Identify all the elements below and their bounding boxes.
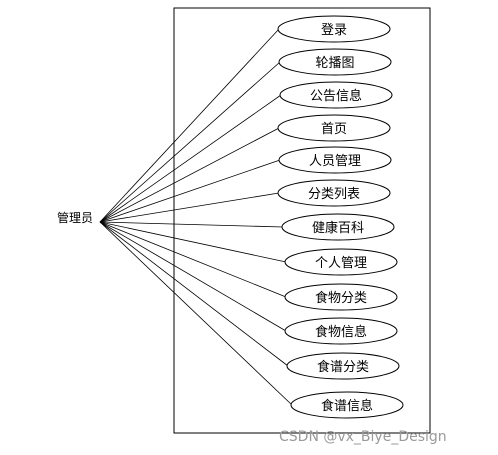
- association-lines: [99, 28, 293, 406]
- association-line: [99, 127, 280, 223]
- association-line: [99, 61, 281, 223]
- association-line: [99, 221, 287, 263]
- system-boundary: [173, 7, 431, 434]
- use-case: 登录: [277, 15, 391, 43]
- use-case: 食物信息: [284, 317, 398, 345]
- use-case: 食物分类: [284, 283, 398, 311]
- use-case-ellipse: [278, 48, 392, 76]
- use-case-label: 首页: [321, 122, 347, 137]
- use-case-label: 分类列表: [308, 187, 360, 202]
- use-case-ellipse: [284, 317, 398, 345]
- association-line: [99, 221, 284, 228]
- association-line: [99, 221, 287, 332]
- use-case-ellipse: [290, 391, 404, 419]
- use-case-label: 登录: [321, 23, 347, 38]
- use-case: 公告信息: [279, 81, 393, 109]
- use-case-ellipse: [284, 283, 398, 311]
- use-case-label: 公告信息: [310, 88, 362, 104]
- use-case-label: 食谱信息: [321, 398, 373, 414]
- use-case: 健康百科: [281, 213, 395, 241]
- use-case-label: 人员管理: [309, 154, 361, 169]
- association-line: [99, 94, 282, 223]
- association-line: [99, 221, 289, 367]
- use-case-ellipse: [277, 179, 391, 207]
- use-case: 首页: [277, 114, 391, 142]
- actor-label: 管理员: [57, 210, 93, 225]
- use-case-ellipse: [279, 81, 393, 109]
- use-case-ellipse: [281, 213, 395, 241]
- use-case-ellipse: [278, 146, 392, 174]
- use-case-label: 健康百科: [312, 220, 364, 236]
- use-case-group: 登录轮播图公告信息首页人员管理分类列表健康百科个人管理食物分类食物信息食谱分类食…: [277, 15, 404, 419]
- association-line: [99, 221, 293, 406]
- use-case-ellipse: [277, 15, 391, 43]
- use-case-label: 食物信息: [315, 324, 367, 340]
- use-case-ellipse: [286, 352, 400, 380]
- use-case-ellipse: [284, 248, 398, 276]
- use-case: 食谱分类: [286, 352, 400, 380]
- use-case-label: 个人管理: [315, 256, 367, 271]
- use-case: 分类列表: [277, 179, 391, 207]
- use-case: 个人管理: [284, 248, 398, 276]
- use-case: 轮播图: [278, 48, 392, 76]
- use-case: 人员管理: [278, 146, 392, 174]
- watermark: CSDN @vx_Biye_Design: [279, 429, 447, 445]
- use-case-label: 食物分类: [315, 290, 367, 306]
- association-line: [99, 221, 287, 298]
- use-case: 食谱信息: [290, 391, 404, 419]
- association-line: [99, 192, 280, 223]
- use-case-label: 食谱分类: [317, 359, 369, 375]
- use-case-ellipse: [277, 114, 391, 142]
- use-case-label: 轮播图: [315, 56, 354, 71]
- association-line: [99, 28, 280, 223]
- association-line: [99, 159, 281, 223]
